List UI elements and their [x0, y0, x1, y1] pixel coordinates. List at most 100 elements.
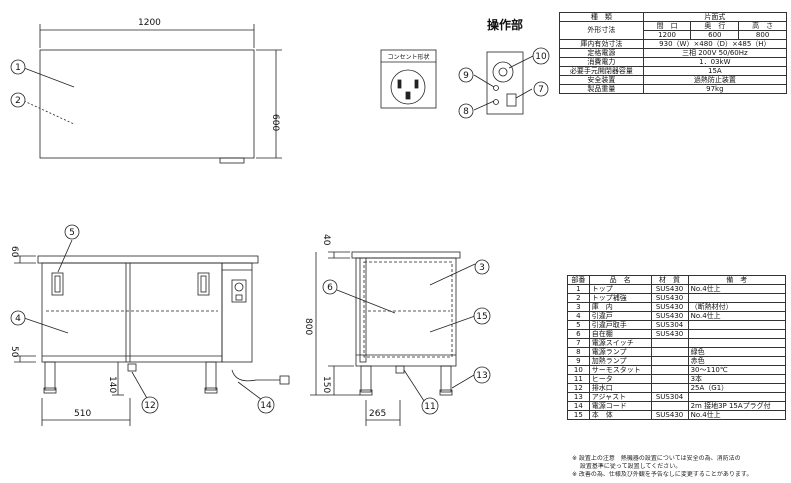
parts-cell-name: 引違戸取手 — [588, 320, 652, 330]
svg-text:9: 9 — [463, 71, 469, 81]
parts-header-note: 備 考 — [687, 275, 787, 285]
parts-cell-material — [650, 338, 689, 348]
parts-header-material: 材 質 — [650, 275, 689, 285]
svg-text:4: 4 — [15, 314, 21, 324]
notes: ※ 設置上の注意 熱機器の設置については安全の為、消防法の 設置基準に従って設置… — [572, 455, 786, 479]
spec-row-label: 消費電力 — [559, 57, 644, 67]
top-view-tab — [219, 157, 245, 164]
parts-cell-no: 13 — [567, 392, 590, 402]
note-line: ※ 設置上の注意 熱機器の設置については安全の為、消防法の — [572, 455, 741, 462]
dim-side-depth: 265 — [369, 409, 386, 419]
parts-cell-material: SUS430 — [650, 284, 689, 294]
parts-cell-no: 8 — [567, 347, 590, 357]
parts-cell-material: SUS430 — [650, 410, 689, 420]
dim-front-leg: 140 — [107, 376, 117, 393]
front-leg-left — [44, 361, 56, 391]
svg-text:1: 1 — [15, 63, 21, 73]
parts-cell-note: No.4仕上 — [687, 284, 787, 294]
parts-cell-no: 10 — [567, 365, 590, 375]
spec-row-value: 930（W）×480（D）×485（H） — [642, 39, 788, 49]
side-body — [355, 257, 457, 367]
parts-cell-material: SUS430 — [650, 293, 689, 303]
outlet-box — [380, 49, 437, 109]
dim-side-top: 40 — [321, 234, 331, 246]
parts-cell-no: 4 — [567, 311, 590, 321]
parts-cell-no: 12 — [567, 383, 590, 393]
callout-4: 4 — [10, 310, 26, 326]
dim-front-width: 510 — [74, 409, 91, 419]
parts-cell-material — [650, 374, 689, 384]
callout-9: 9 — [458, 67, 474, 83]
spec-row-label: 必要手元開閉器容量 — [559, 66, 644, 76]
callout-15: 15 — [473, 307, 491, 325]
parts-cell-no: 7 — [567, 338, 590, 348]
parts-cell-note: 緑色 — [687, 347, 787, 357]
parts-cell-material — [650, 401, 689, 411]
parts-cell-material — [650, 356, 689, 366]
parts-cell-note — [687, 329, 787, 339]
parts-cell-name: 庫 内 — [588, 302, 652, 312]
spec-val-d: 600 — [690, 30, 740, 40]
parts-cell-material: SUS430 — [650, 329, 689, 339]
spec-row-value: 三相 200V 50/60Hz — [642, 48, 788, 58]
parts-cell-no: 15 — [567, 410, 590, 420]
dim-front-top: 60 — [9, 246, 19, 258]
parts-cell-name: サーモスタット — [588, 365, 652, 375]
front-control-box — [221, 262, 253, 363]
parts-cell-note: 30～110℃ — [687, 365, 787, 375]
spec-col-d: 奥 行 — [690, 21, 740, 31]
spec-header-value: 片面式 — [642, 12, 788, 22]
parts-cell-no: 2 — [567, 293, 590, 303]
callout-13: 13 — [473, 366, 491, 384]
svg-text:2: 2 — [15, 96, 21, 106]
callout-3: 3 — [474, 259, 490, 275]
spec-row-value: 1．03kW — [642, 57, 788, 67]
parts-cell-note: 3本 — [687, 374, 787, 384]
parts-header-name: 品 名 — [588, 275, 652, 285]
svg-text:14: 14 — [260, 401, 272, 411]
front-leg-right — [205, 361, 217, 391]
top-view-outline — [39, 49, 255, 159]
spec-col-w: 間 口 — [642, 21, 692, 31]
parts-cell-material: SUS430 — [650, 311, 689, 321]
parts-cell-note — [687, 338, 787, 348]
spec-row-value: 過熱防止装置 — [642, 75, 788, 85]
parts-cell-material: SUS430 — [650, 302, 689, 312]
parts-cell-name: 電源コード — [588, 401, 652, 411]
parts-cell-name: ヒータ — [588, 374, 652, 384]
outlet-circle — [390, 69, 426, 105]
callout-11: 11 — [421, 397, 439, 415]
parts-cell-name: トップ補強 — [588, 293, 652, 303]
parts-cell-note — [687, 293, 787, 303]
dim-side-leg: 150 — [321, 376, 331, 393]
side-top-plate — [351, 251, 461, 259]
parts-header-no: 部番 — [567, 275, 590, 285]
operation-panel-title: 操作部 — [487, 18, 524, 32]
svg-text:15: 15 — [476, 312, 487, 322]
spec-col-h: 高 さ — [738, 21, 787, 31]
front-top-plate — [37, 255, 259, 264]
callout-2: 2 — [10, 92, 26, 108]
parts-cell-name: 本 体 — [588, 410, 652, 420]
parts-cell-note: 2m 接地3P 15Aプラグ付 — [687, 401, 787, 411]
callout-10: 10 — [532, 47, 550, 65]
spec-row-value: 15A — [642, 66, 788, 76]
svg-text:13: 13 — [476, 371, 487, 381]
parts-cell-name: アジャスト — [588, 392, 652, 402]
parts-cell-note: 赤色 — [687, 356, 787, 366]
spec-row-label: 定格電源 — [559, 48, 644, 58]
callout-6: 6 — [322, 279, 338, 295]
parts-cell-note: （断熱材付） — [687, 302, 787, 312]
